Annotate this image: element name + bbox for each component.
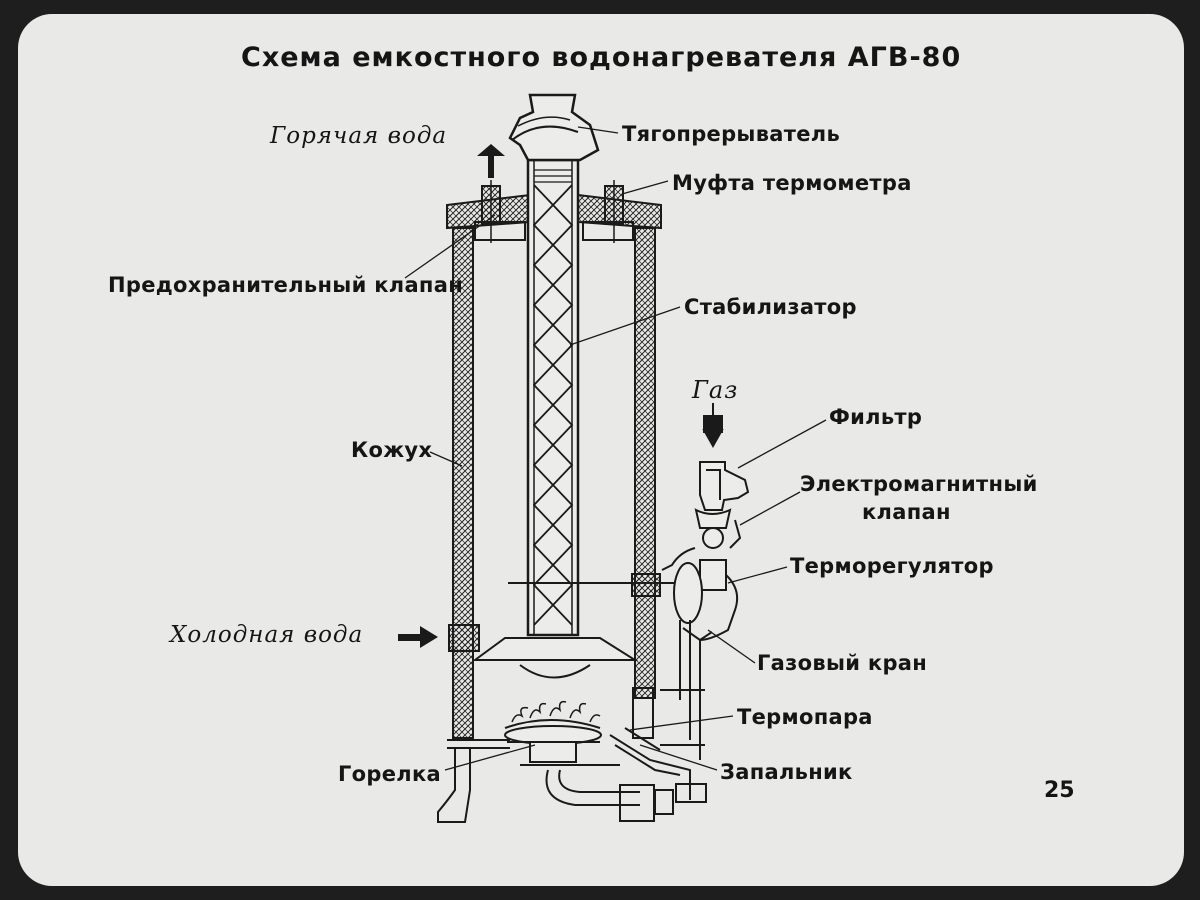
draft-breaker-label: Тягопрерыватель (622, 122, 841, 146)
cold-water-label: Холодная вода (170, 622, 364, 648)
burner-label: Горелка (338, 762, 441, 786)
burner-flames (511, 700, 601, 723)
casing-label: Кожух (351, 438, 433, 462)
chamber-deflector (471, 637, 639, 679)
stabilizer-label: Стабилизатор (684, 295, 857, 319)
pilot-label: Запальник (720, 760, 853, 784)
hot-water-label: Горячая вода (270, 123, 448, 149)
gas-train (609, 403, 750, 800)
thermostat-label: Терморегулятор (790, 554, 994, 578)
right-wall (634, 227, 656, 699)
rod-sleeve (631, 573, 661, 597)
hot-water-arrow (477, 144, 505, 178)
thermometer-sleeve-label: Муфта термометра (672, 171, 912, 195)
filter-label: Фильтр (829, 405, 923, 429)
cold-water-arrow (398, 626, 438, 648)
base-stand (437, 739, 707, 823)
burner-assembly (504, 719, 602, 763)
left-wall (452, 227, 474, 739)
solenoid-valve-label-2: клапан (862, 500, 951, 524)
diagram-title: Схема емкостного водонагревателя АГВ-80 (241, 42, 962, 73)
cold-water-inlet (448, 624, 480, 652)
safety-valve-label: Предохранительный клапан (108, 273, 464, 297)
stabilizer-zigzag (532, 184, 574, 626)
page-number: 25 (1044, 778, 1075, 803)
solenoid-valve-label-1: Электромагнитный (800, 472, 1038, 496)
thermocouple-label: Термопара (737, 705, 873, 729)
gas-label: Газ (692, 376, 739, 404)
flue-tube (526, 158, 580, 637)
leader-lines (404, 126, 827, 771)
gas-cock-label: Газовый кран (757, 651, 928, 675)
